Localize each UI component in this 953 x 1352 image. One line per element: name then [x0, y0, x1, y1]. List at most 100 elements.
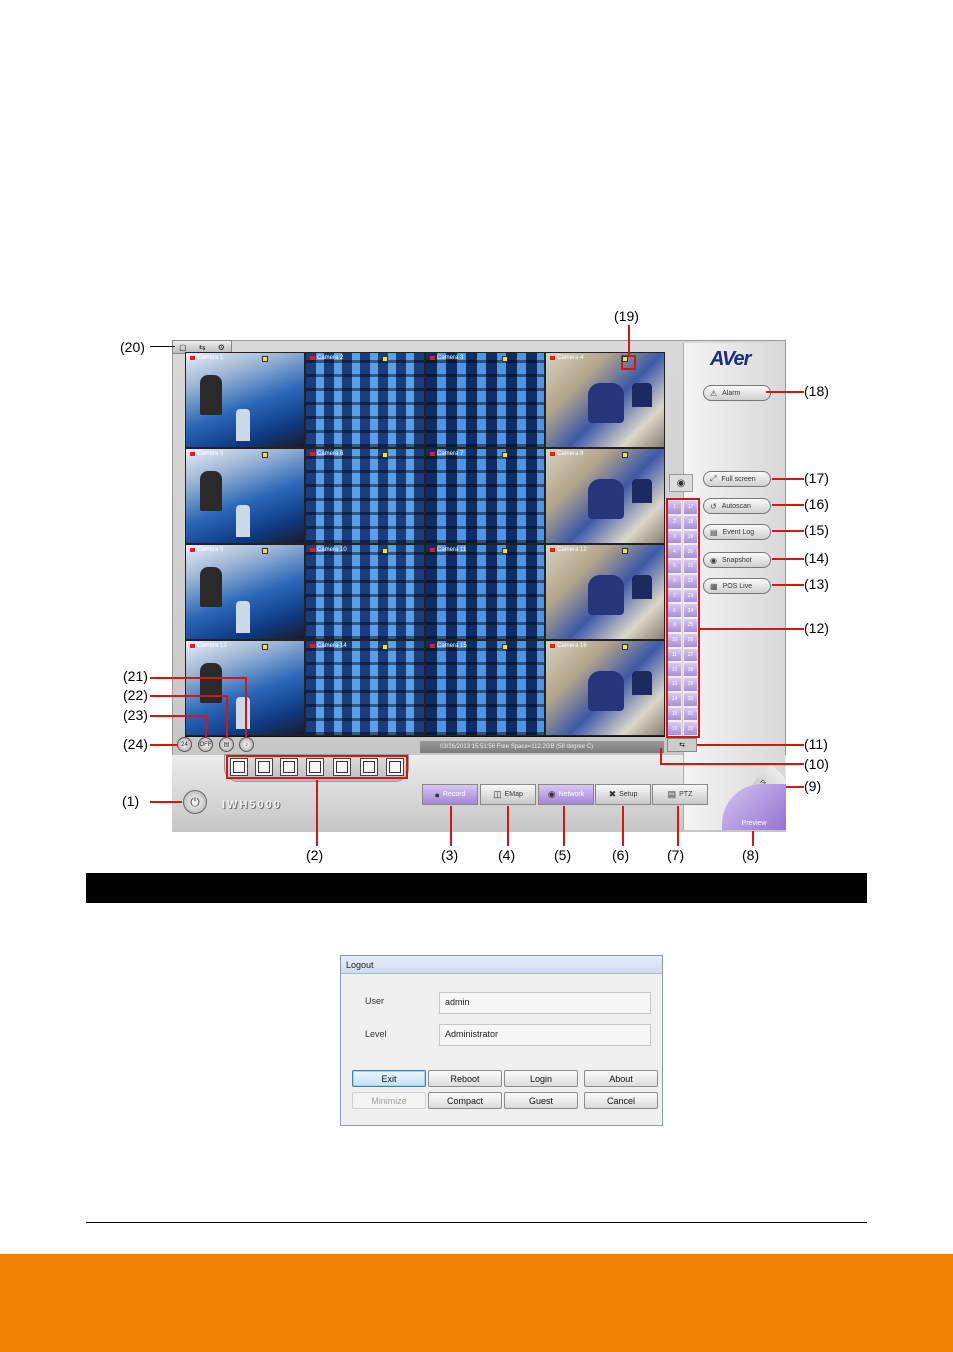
power-button[interactable]: ⏻	[183, 790, 207, 814]
camera-tile[interactable]: Camera 5	[185, 448, 305, 544]
snapshot-button[interactable]: ◉ Snapshot	[703, 552, 771, 568]
rotate-icon: ↺	[710, 501, 717, 511]
event-flag-icon	[502, 356, 508, 362]
camera-tile[interactable]: Camera 14	[305, 640, 425, 736]
split-9-button[interactable]	[280, 758, 298, 776]
channel-button[interactable]: 19	[683, 529, 698, 545]
full-screen-button[interactable]: ⤢ Full screen	[703, 471, 771, 487]
split-4-button[interactable]	[255, 758, 273, 776]
camera-name: Camera 3	[437, 355, 464, 361]
ptz-label: PTZ	[679, 791, 693, 798]
network-button[interactable]: ◉ Network	[538, 784, 594, 805]
channel-button[interactable]: 11	[667, 647, 682, 663]
channel-button[interactable]: 21	[683, 559, 698, 574]
split-16-button[interactable]	[306, 758, 324, 776]
event-log-button[interactable]: ▤ Event Log	[703, 524, 771, 540]
emap-button[interactable]: ◫ EMap	[480, 784, 536, 805]
aver-logo: AVer	[710, 348, 751, 370]
camera-tile[interactable]: Camera 4	[545, 352, 665, 448]
split-pip-button[interactable]	[333, 758, 351, 776]
event-flag-icon	[502, 548, 508, 554]
camera-tile[interactable]: Camera 12	[545, 544, 665, 640]
event-flag-icon	[262, 356, 268, 362]
record-indicator-icon	[190, 452, 195, 456]
channel-button[interactable]: 24	[683, 603, 698, 618]
camera-tile[interactable]: Camera 15	[425, 640, 545, 736]
login-button[interactable]: Login	[504, 1070, 578, 1087]
24-icon[interactable]: 24	[177, 737, 192, 752]
settings-icon[interactable]: ⚙	[217, 342, 225, 352]
channel-button[interactable]: 1	[667, 500, 682, 515]
camera-label: Camera 4	[550, 355, 583, 361]
camera-tile[interactable]: Camera 6	[305, 448, 425, 544]
pos-live-button[interactable]: ▦ POS Live	[703, 578, 771, 594]
compact-button[interactable]: Compact	[428, 1092, 502, 1109]
camera-label: Camera 8	[550, 451, 583, 457]
autoscan-button[interactable]: ↺ Autoscan	[703, 498, 771, 514]
event-flag-icon	[622, 452, 628, 458]
exit-button[interactable]: Exit	[352, 1070, 426, 1087]
about-button[interactable]: About	[584, 1070, 658, 1087]
channel-button[interactable]: 23	[683, 588, 698, 604]
event-flag-icon	[382, 356, 388, 362]
callout-23: (23)	[123, 707, 148, 723]
camera-tile[interactable]: Camera 1	[185, 352, 305, 448]
camera-selector-icon[interactable]: ◉	[669, 474, 693, 492]
camera-tile[interactable]: Camera 3	[425, 352, 545, 448]
camera-label: Camera 5	[190, 451, 223, 457]
monitor-icon[interactable]: ▢	[179, 342, 187, 352]
channel-button[interactable]: 7	[667, 588, 682, 604]
camera-name: Camera 2	[317, 355, 344, 361]
record-button[interactable]: ● Record	[422, 784, 478, 805]
channel-button[interactable]: 20	[683, 544, 698, 559]
split-1-button[interactable]	[230, 758, 248, 776]
camera-label: Camera 13	[190, 643, 227, 649]
split-full-button[interactable]	[386, 758, 404, 776]
camera-label: Camera 6	[310, 451, 343, 457]
cancel-button[interactable]: Cancel	[584, 1092, 658, 1109]
callout-1: (1)	[122, 793, 140, 809]
osd-icon[interactable]: ▤	[219, 737, 234, 752]
camera-name: Camera 1	[197, 355, 224, 361]
audio-icon[interactable]: ♪	[239, 737, 254, 752]
channel-button[interactable]: 27	[683, 647, 698, 663]
setup-button[interactable]: ✖ Setup	[595, 784, 651, 805]
event-flag-icon	[262, 644, 268, 650]
record-indicator-icon	[550, 548, 555, 552]
channel-button[interactable]: 17	[683, 500, 698, 515]
camera-tile[interactable]: Camera 9	[185, 544, 305, 640]
camera-tile[interactable]: Camera 8	[545, 448, 665, 544]
camera-tile[interactable]: Camera 11	[425, 544, 545, 640]
channel-button[interactable]: 18	[683, 514, 698, 530]
swap-icon[interactable]: ⇆	[198, 342, 206, 352]
tools-icon: ✖	[608, 789, 617, 799]
channel-button[interactable]: 31	[683, 706, 698, 722]
channel-button[interactable]: 29	[683, 677, 698, 692]
off-button[interactable]: OFF	[198, 737, 213, 752]
ptz-button[interactable]: ▤ PTZ	[652, 784, 708, 805]
camera-grid: Camera 1 Camera 2 Camera 3 Camera 4 Camera 5…	[185, 352, 665, 737]
camera-tile[interactable]: Camera 16	[545, 640, 665, 736]
camera-tile[interactable]: Camera 7	[425, 448, 545, 544]
alarm-button[interactable]: ⚠ Alarm	[703, 385, 771, 401]
camera-name: Camera 12	[557, 547, 587, 553]
channel-button[interactable]: 30	[683, 691, 698, 707]
log-icon: ▤	[710, 527, 718, 537]
channel-button[interactable]: 26	[683, 632, 698, 648]
channel-button[interactable]: 28	[683, 662, 698, 677]
dialog-titlebar: Logout	[341, 956, 662, 974]
record-icon: ●	[434, 789, 440, 800]
reboot-button[interactable]: Reboot	[428, 1070, 502, 1087]
channel-page-toggle[interactable]: ⇆	[667, 738, 697, 752]
camera-tile[interactable]: Camera 10	[305, 544, 425, 640]
split-13-button[interactable]	[360, 758, 378, 776]
channel-button[interactable]: 22	[683, 573, 698, 589]
setup-label: Setup	[619, 791, 638, 798]
record-indicator-icon	[190, 644, 195, 648]
channel-button[interactable]: 25	[683, 618, 698, 633]
flag-highlight	[621, 355, 636, 370]
camera-tile[interactable]: Camera 2	[305, 352, 425, 448]
camera-label: Camera 11	[430, 547, 466, 553]
guest-button[interactable]: Guest	[504, 1092, 578, 1109]
channel-button[interactable]: 32	[683, 721, 698, 736]
